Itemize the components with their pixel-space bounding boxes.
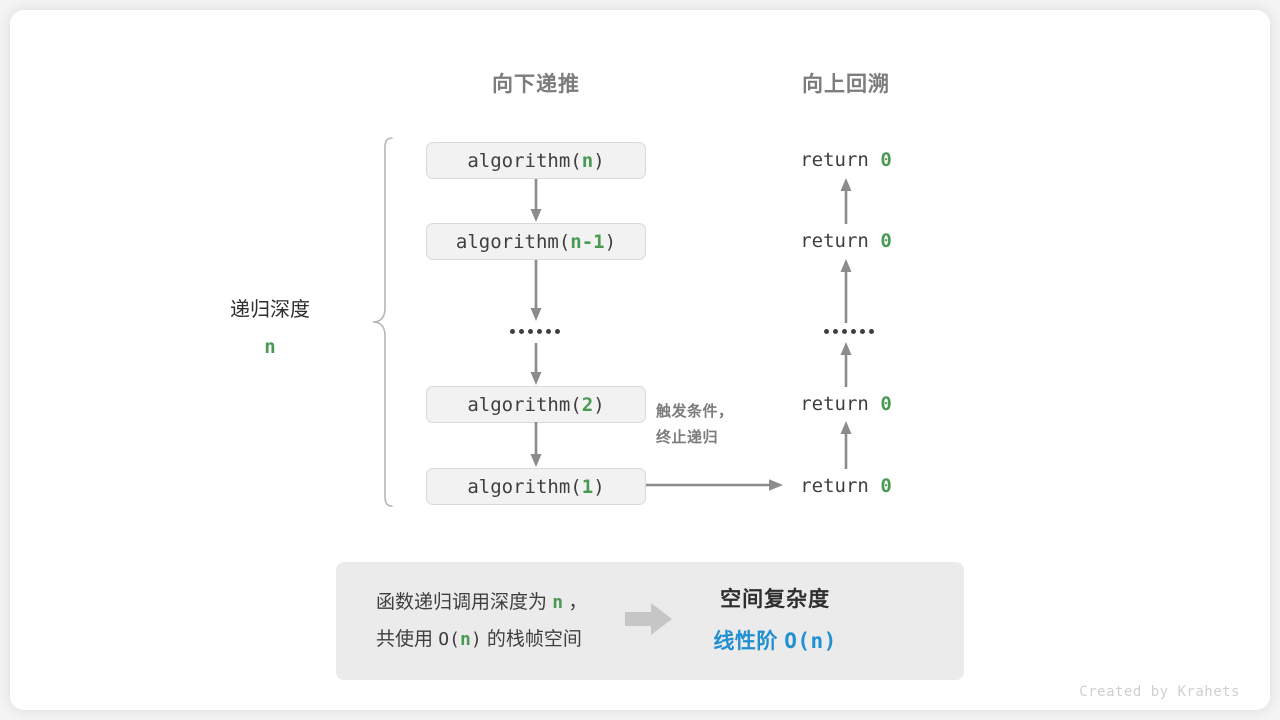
call-arg: 1 [581,475,594,498]
arrow-up-icon [839,342,853,387]
summary-result-order: 线性阶 [713,629,785,653]
recursion-depth-value: n [264,336,276,358]
summary-line-2: 共使用 O(n) 的栈帧空间 [376,621,587,658]
call-fn: algorithm( [467,475,582,498]
call-arg: n [581,149,594,172]
summary-line-2-var: n [459,629,471,650]
ellipsis-icon [824,329,874,334]
recursion-depth-text: 递归深度 [230,299,310,321]
summary-result-notation: O(n) [784,628,837,653]
return-statement: return 0 [746,230,946,252]
summary-line-2-text: 共使用 [376,629,439,650]
call-arg: n-1 [570,230,605,253]
arrow-down-icon [529,260,543,322]
call-arg: 2 [581,393,594,416]
return-value: 0 [880,475,892,497]
return-keyword: return [800,230,881,252]
trigger-line-2: 终止递归 [656,429,719,447]
call-fn: algorithm( [455,230,571,253]
complexity-summary-panel: 函数递归调用深度为 n ， 共使用 O(n) 的栈帧空间 空间复杂度 线性阶 O… [336,562,964,680]
recursion-depth-label: 递归深度 n [190,291,350,365]
arrow-up-icon [839,421,853,469]
call-close: ) [593,393,605,416]
call-fn: algorithm( [467,393,582,416]
call-close: ) [593,149,605,172]
summary-line-2-tail: 的栈帧空间 [481,629,582,650]
return-statement: return 0 [746,149,946,171]
summary-line-1-text: 函数递归调用深度为 [376,591,553,613]
summary-line-1: 函数递归调用深度为 n ， [376,584,587,621]
arrow-up-icon [839,259,853,323]
summary-line-1-tail: ， [563,591,588,613]
credit-text: Created by Krahets [1079,684,1240,700]
call-box: algorithm(n) [426,142,646,179]
arrow-up-icon [839,178,853,224]
return-statement: return 0 [746,393,946,415]
trigger-line-1: 触发条件， [656,403,734,420]
summary-line-2-open: O( [438,629,460,650]
return-keyword: return [800,475,881,497]
summary-line-1-var: n [552,591,564,613]
summary-result-value: 线性阶 O(n) [713,621,836,663]
summary-description: 函数递归调用深度为 n ， 共使用 O(n) 的栈帧空间 [376,584,587,658]
call-close: ) [604,230,617,253]
return-keyword: return [800,393,881,415]
call-box: algorithm(1) [426,468,646,505]
call-box: algorithm(n-1) [426,223,646,260]
curly-brace-icon [370,136,394,513]
arrow-right-icon [646,478,784,497]
return-value: 0 [880,230,892,252]
block-arrow-right-icon [625,602,673,641]
arrow-down-icon [529,179,543,223]
call-fn: algorithm( [467,149,582,172]
summary-result: 空间复杂度 线性阶 O(n) [713,580,836,663]
return-statement: return 0 [746,475,946,497]
termination-condition-note: 触发条件， 终止递归 [656,399,776,452]
call-close: ) [593,475,605,498]
arrow-down-icon [529,422,543,468]
summary-line-2-close: ) [470,629,482,650]
call-box: algorithm(2) [426,386,646,423]
diagram-card: 向下递推 向上回溯 递归深度 n algorithm(n) algorithm(… [10,10,1270,710]
arrow-down-icon [529,343,543,386]
column-header-backtrack-up: 向上回溯 [802,73,890,96]
return-keyword: return [800,149,881,171]
summary-result-title: 空间复杂度 [720,587,831,611]
return-value: 0 [880,149,892,171]
return-value: 0 [880,393,892,415]
column-header-recurse-down: 向下递推 [492,73,580,96]
ellipsis-icon [510,329,560,334]
